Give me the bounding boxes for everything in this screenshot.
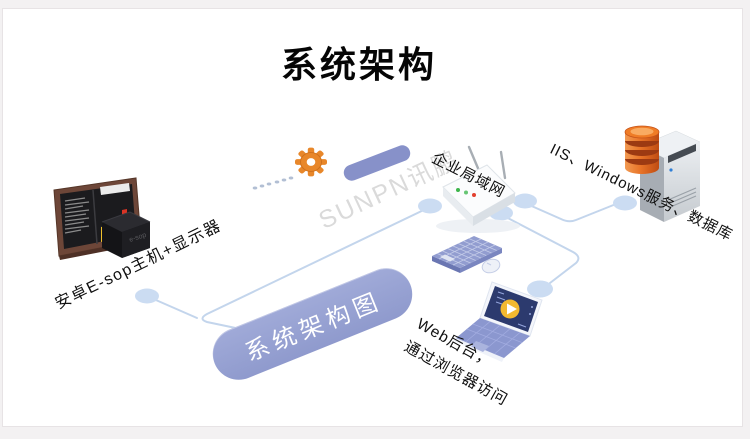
android-box-icon: e-sop xyxy=(92,206,158,268)
led-green xyxy=(464,190,468,195)
connector-nodes xyxy=(135,193,637,304)
gear-icon xyxy=(291,144,331,180)
laptop-icon xyxy=(448,278,552,366)
node-display xyxy=(135,288,159,304)
led-red xyxy=(472,193,476,197)
node-web xyxy=(527,280,553,298)
wireless-router-icon xyxy=(432,142,542,237)
edge-lan-server xyxy=(526,203,617,223)
server-with-database-icon xyxy=(616,110,716,230)
page-title: 系统架构 xyxy=(280,44,437,85)
node-lan-right xyxy=(513,193,537,209)
edge-lan-pill xyxy=(201,206,431,332)
antenna xyxy=(467,145,482,175)
mouse-icon xyxy=(478,254,506,278)
node-lan-left xyxy=(418,198,442,214)
database-stack xyxy=(624,125,660,174)
led-green xyxy=(456,188,460,192)
antenna xyxy=(499,150,507,180)
keyboard-icon xyxy=(426,230,510,280)
edge-lan-web xyxy=(501,214,580,284)
edge-display-junction xyxy=(148,296,198,319)
node-server xyxy=(613,195,637,211)
dotted-trail xyxy=(252,176,294,190)
